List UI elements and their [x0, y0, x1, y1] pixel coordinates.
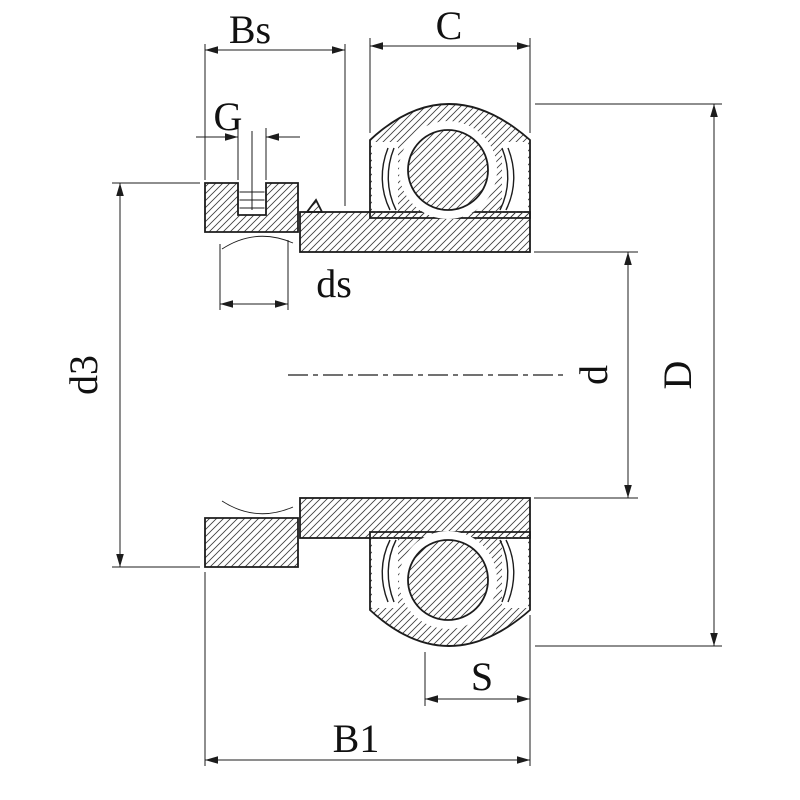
arrowhead [517, 42, 530, 50]
seal-cavity [502, 142, 528, 211]
seal-bottom-left [381, 539, 391, 603]
eccentric-recess-arc-bottom [221, 500, 294, 515]
dimension-label-g: G [214, 94, 243, 139]
arrowhead [710, 104, 718, 117]
arrowhead [624, 485, 632, 498]
seal-bottom-right [499, 539, 509, 603]
dimension-label-b1: B1 [333, 716, 380, 761]
seal-cavity [502, 539, 528, 608]
dimension-d: d [534, 251, 638, 499]
arrowhead [370, 42, 383, 50]
ball-bottom [407, 539, 489, 621]
arrowhead [266, 133, 279, 141]
arrowhead [624, 252, 632, 265]
seal-bottom-right [505, 539, 515, 603]
arrowhead [205, 756, 218, 764]
arrowhead [225, 133, 238, 141]
inner-ring-tab [305, 198, 324, 213]
arrowhead [710, 633, 718, 646]
arrowhead [425, 695, 438, 703]
arrowhead [332, 46, 345, 54]
seal-top-left [381, 147, 391, 211]
dimension-label-outer-d: D [655, 361, 700, 390]
dimension-c: C [369, 3, 531, 133]
bearing-parts [204, 103, 566, 647]
arrowhead [116, 554, 124, 567]
dimension-d3: d3 [61, 182, 200, 568]
seal-cavity [372, 142, 398, 211]
seal-top-right [505, 147, 515, 211]
dimension-label-s: S [471, 654, 493, 699]
arrowhead [220, 300, 233, 308]
collar-top-section [204, 182, 299, 233]
seal-top-left [387, 147, 397, 211]
dimension-label-bs: Bs [229, 7, 271, 52]
seal-bottom-left [387, 539, 397, 603]
arrowhead [116, 183, 124, 196]
seal-cavity [372, 539, 398, 608]
arrowhead [205, 46, 218, 54]
dimension-ds: ds [219, 240, 352, 310]
dimension-label-ds: ds [316, 261, 352, 306]
collar-bottom-section [204, 517, 299, 568]
dimension-label-d3: d3 [61, 355, 106, 395]
arrowhead [275, 300, 288, 308]
dimensions: Bs C G ds [61, 3, 722, 766]
dimension-g: G [196, 94, 300, 210]
ball-top [407, 129, 489, 211]
dimension-label-c: C [436, 3, 463, 48]
arrowhead [517, 756, 530, 764]
seal-top-right [499, 147, 509, 211]
arrowhead [517, 695, 530, 703]
dimension-bs: Bs [204, 7, 346, 206]
dimension-outer-d: D [535, 103, 722, 647]
dimension-b1: B1 [204, 572, 530, 766]
dimension-s: S [424, 615, 531, 766]
eccentric-recess-arc-top [221, 235, 294, 250]
dimension-label-d: d [571, 365, 616, 385]
